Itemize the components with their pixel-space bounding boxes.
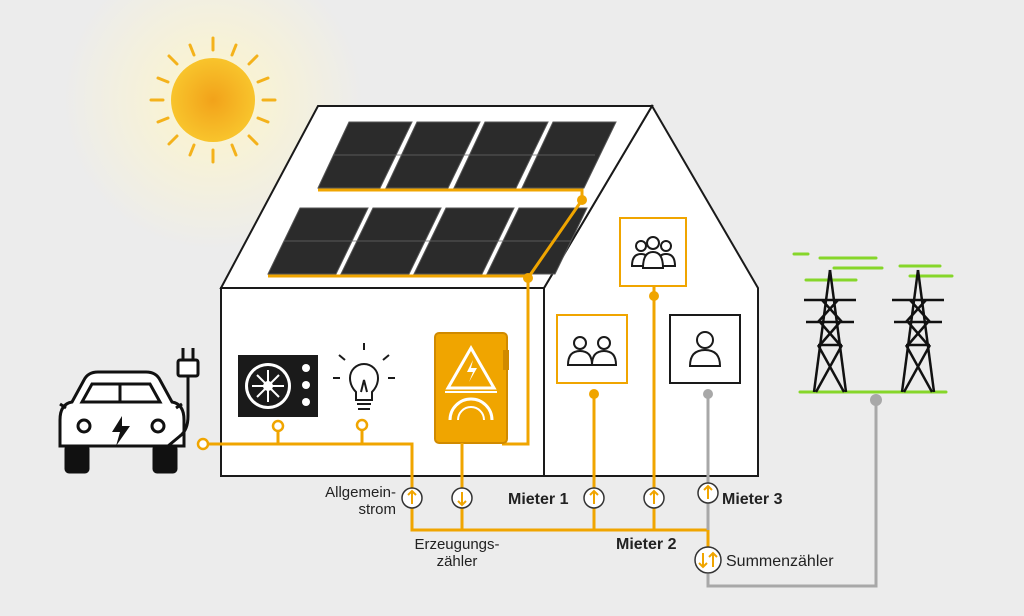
electric-car-icon bbox=[58, 370, 186, 474]
inverter-icon bbox=[434, 332, 509, 444]
person-icon bbox=[688, 331, 722, 367]
meter-up-icon bbox=[697, 482, 719, 504]
label-allgemeinstrom-line1: Allgemein- bbox=[325, 484, 396, 501]
label-allgemeinstrom: Allgemein- strom bbox=[286, 484, 396, 518]
label-mieter1: Mieter 1 bbox=[508, 491, 569, 508]
light-bulb-icon bbox=[333, 343, 395, 410]
group-icon bbox=[630, 236, 677, 269]
label-erzeugungszaehler-line1: Erzeugungs- bbox=[414, 536, 500, 553]
meter-up-icon bbox=[643, 487, 665, 509]
label-erzeugungszaehler: Erzeugungs- zähler bbox=[392, 536, 522, 570]
label-allgemeinstrom-line2: strom bbox=[358, 501, 397, 518]
label-erzeugungszaehler-line2: zähler bbox=[436, 553, 478, 570]
power-pylon-icon bbox=[892, 269, 944, 393]
grass-lines bbox=[792, 252, 954, 394]
meter-down-icon bbox=[451, 487, 473, 509]
grid-wiring bbox=[706, 394, 878, 588]
meter-up-icon bbox=[583, 487, 605, 509]
sun-icon bbox=[149, 36, 277, 164]
label-summenzaehler: Summenzähler bbox=[726, 553, 834, 570]
meter-up-icon bbox=[401, 487, 423, 509]
label-mieter3: Mieter 3 bbox=[722, 491, 783, 508]
tenant-box-mieter1 bbox=[556, 314, 628, 384]
meter-bidirectional-icon bbox=[694, 546, 722, 574]
plug-icon bbox=[167, 348, 200, 448]
panel-cells bbox=[284, 154, 595, 242]
heat-pump-icon bbox=[238, 355, 318, 417]
two-people-icon bbox=[566, 336, 618, 366]
label-mieter2: Mieter 2 bbox=[616, 536, 677, 553]
power-pylon-icon bbox=[804, 269, 856, 393]
